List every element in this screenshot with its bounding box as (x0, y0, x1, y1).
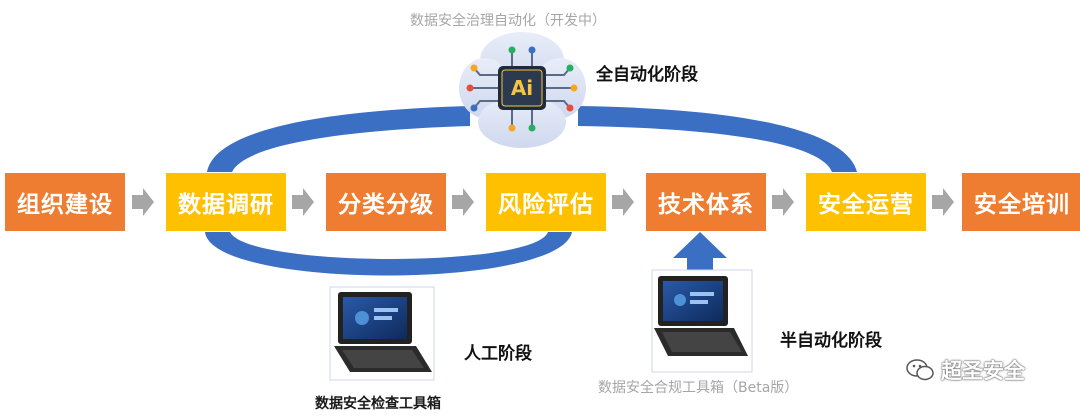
box-data-research: 数据调研 (166, 173, 286, 231)
box-security-training: 安全培训 (962, 173, 1080, 231)
box-org-building: 组织建设 (5, 173, 125, 231)
inspection-toolbox-caption: 数据安全检查工具箱 (315, 393, 441, 413)
wechat-icon (905, 357, 935, 383)
semi-auto-arrow (673, 232, 727, 272)
box-risk-assessment: 风险评估 (486, 173, 606, 231)
flow-arrow-5 (772, 188, 794, 216)
flow-arrow-1 (132, 188, 154, 216)
semi-auto-stage-label: 半自动化阶段 (780, 326, 882, 351)
compliance-laptop-image (652, 270, 752, 372)
manual-stage-label: 人工阶段 (464, 339, 532, 364)
full-auto-stage-label: 全自动化阶段 (596, 60, 698, 85)
inspection-laptop-image (330, 287, 434, 380)
full-auto-arc (207, 106, 470, 172)
top-caption: 数据安全治理自动化（开发中） (410, 10, 606, 30)
flow-arrow-6 (932, 188, 954, 216)
compliance-toolbox-caption: 数据安全合规工具箱（Beta版） (598, 377, 798, 397)
flow-arrow-2 (292, 188, 314, 216)
box-tech-system: 技术体系 (646, 173, 766, 231)
watermark: 超圣安全 (905, 355, 1025, 385)
watermark-text: 超圣安全 (941, 355, 1025, 385)
ai-chip-label: Ai (506, 76, 538, 100)
manual-arc (205, 232, 572, 276)
box-security-ops: 安全运营 (806, 173, 926, 231)
flow-arrow-3 (452, 188, 474, 216)
box-classification: 分类分级 (326, 173, 446, 231)
flow-arrow-4 (612, 188, 634, 216)
full-auto-arc-right (578, 106, 857, 172)
